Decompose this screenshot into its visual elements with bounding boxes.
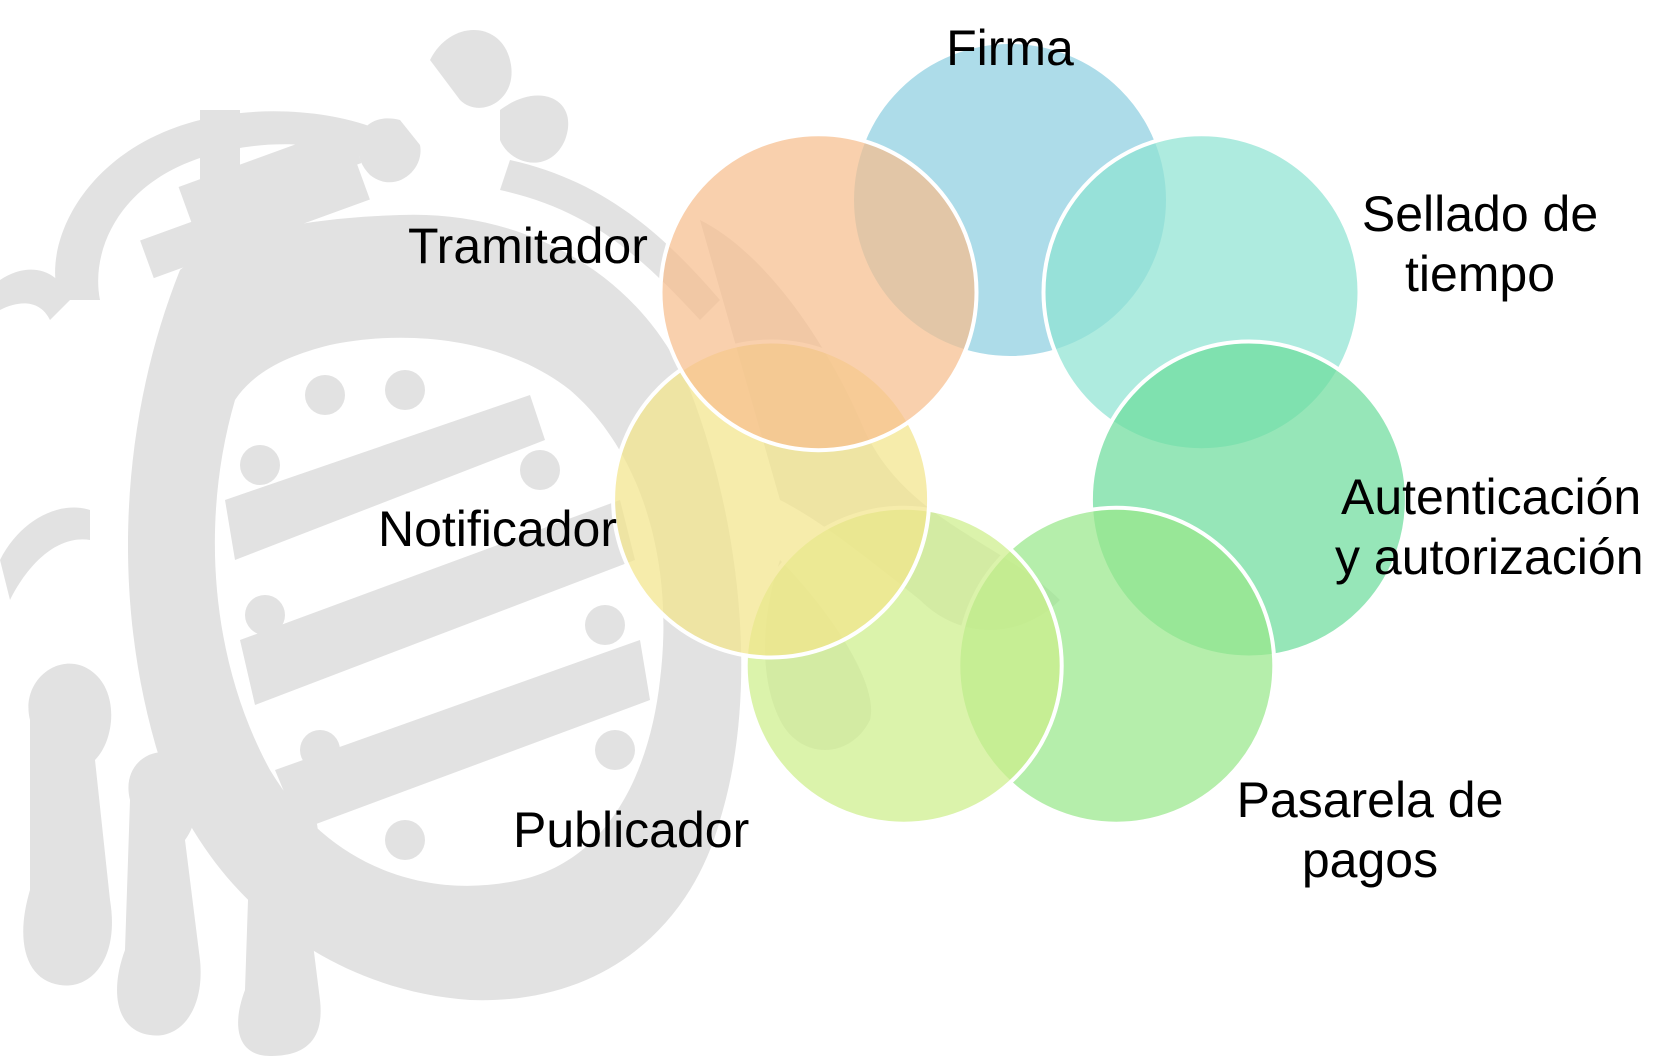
label-tramitador: Tramitador bbox=[408, 216, 708, 276]
label-firma-line: Firma bbox=[946, 20, 1074, 76]
label-sellado-line-2: tiempo bbox=[1404, 246, 1556, 302]
label-notificador: Notificador bbox=[378, 499, 678, 559]
label-sellado: Sellado de tiempo bbox=[1330, 184, 1630, 304]
label-sellado-line-1: Sellado de bbox=[1361, 186, 1599, 242]
label-autenticacion: Autenticación y autorización bbox=[1335, 467, 1675, 587]
label-publicador-line: Publicador bbox=[513, 802, 750, 858]
label-autenticacion-line-2: y autorización bbox=[1335, 529, 1644, 585]
circle-tramitador bbox=[658, 132, 979, 453]
label-tramitador-line: Tramitador bbox=[408, 218, 648, 274]
label-autenticacion-line-1: Autenticación bbox=[1341, 469, 1642, 525]
label-firma: Firma bbox=[900, 18, 1120, 78]
label-notificador-line: Notificador bbox=[378, 501, 617, 557]
label-pasarela-line-2: pagos bbox=[1301, 832, 1439, 888]
label-publicador: Publicador bbox=[513, 800, 813, 860]
label-pasarela: Pasarela de pagos bbox=[1210, 770, 1530, 890]
label-pasarela-line-1: Pasarela de bbox=[1236, 772, 1504, 828]
